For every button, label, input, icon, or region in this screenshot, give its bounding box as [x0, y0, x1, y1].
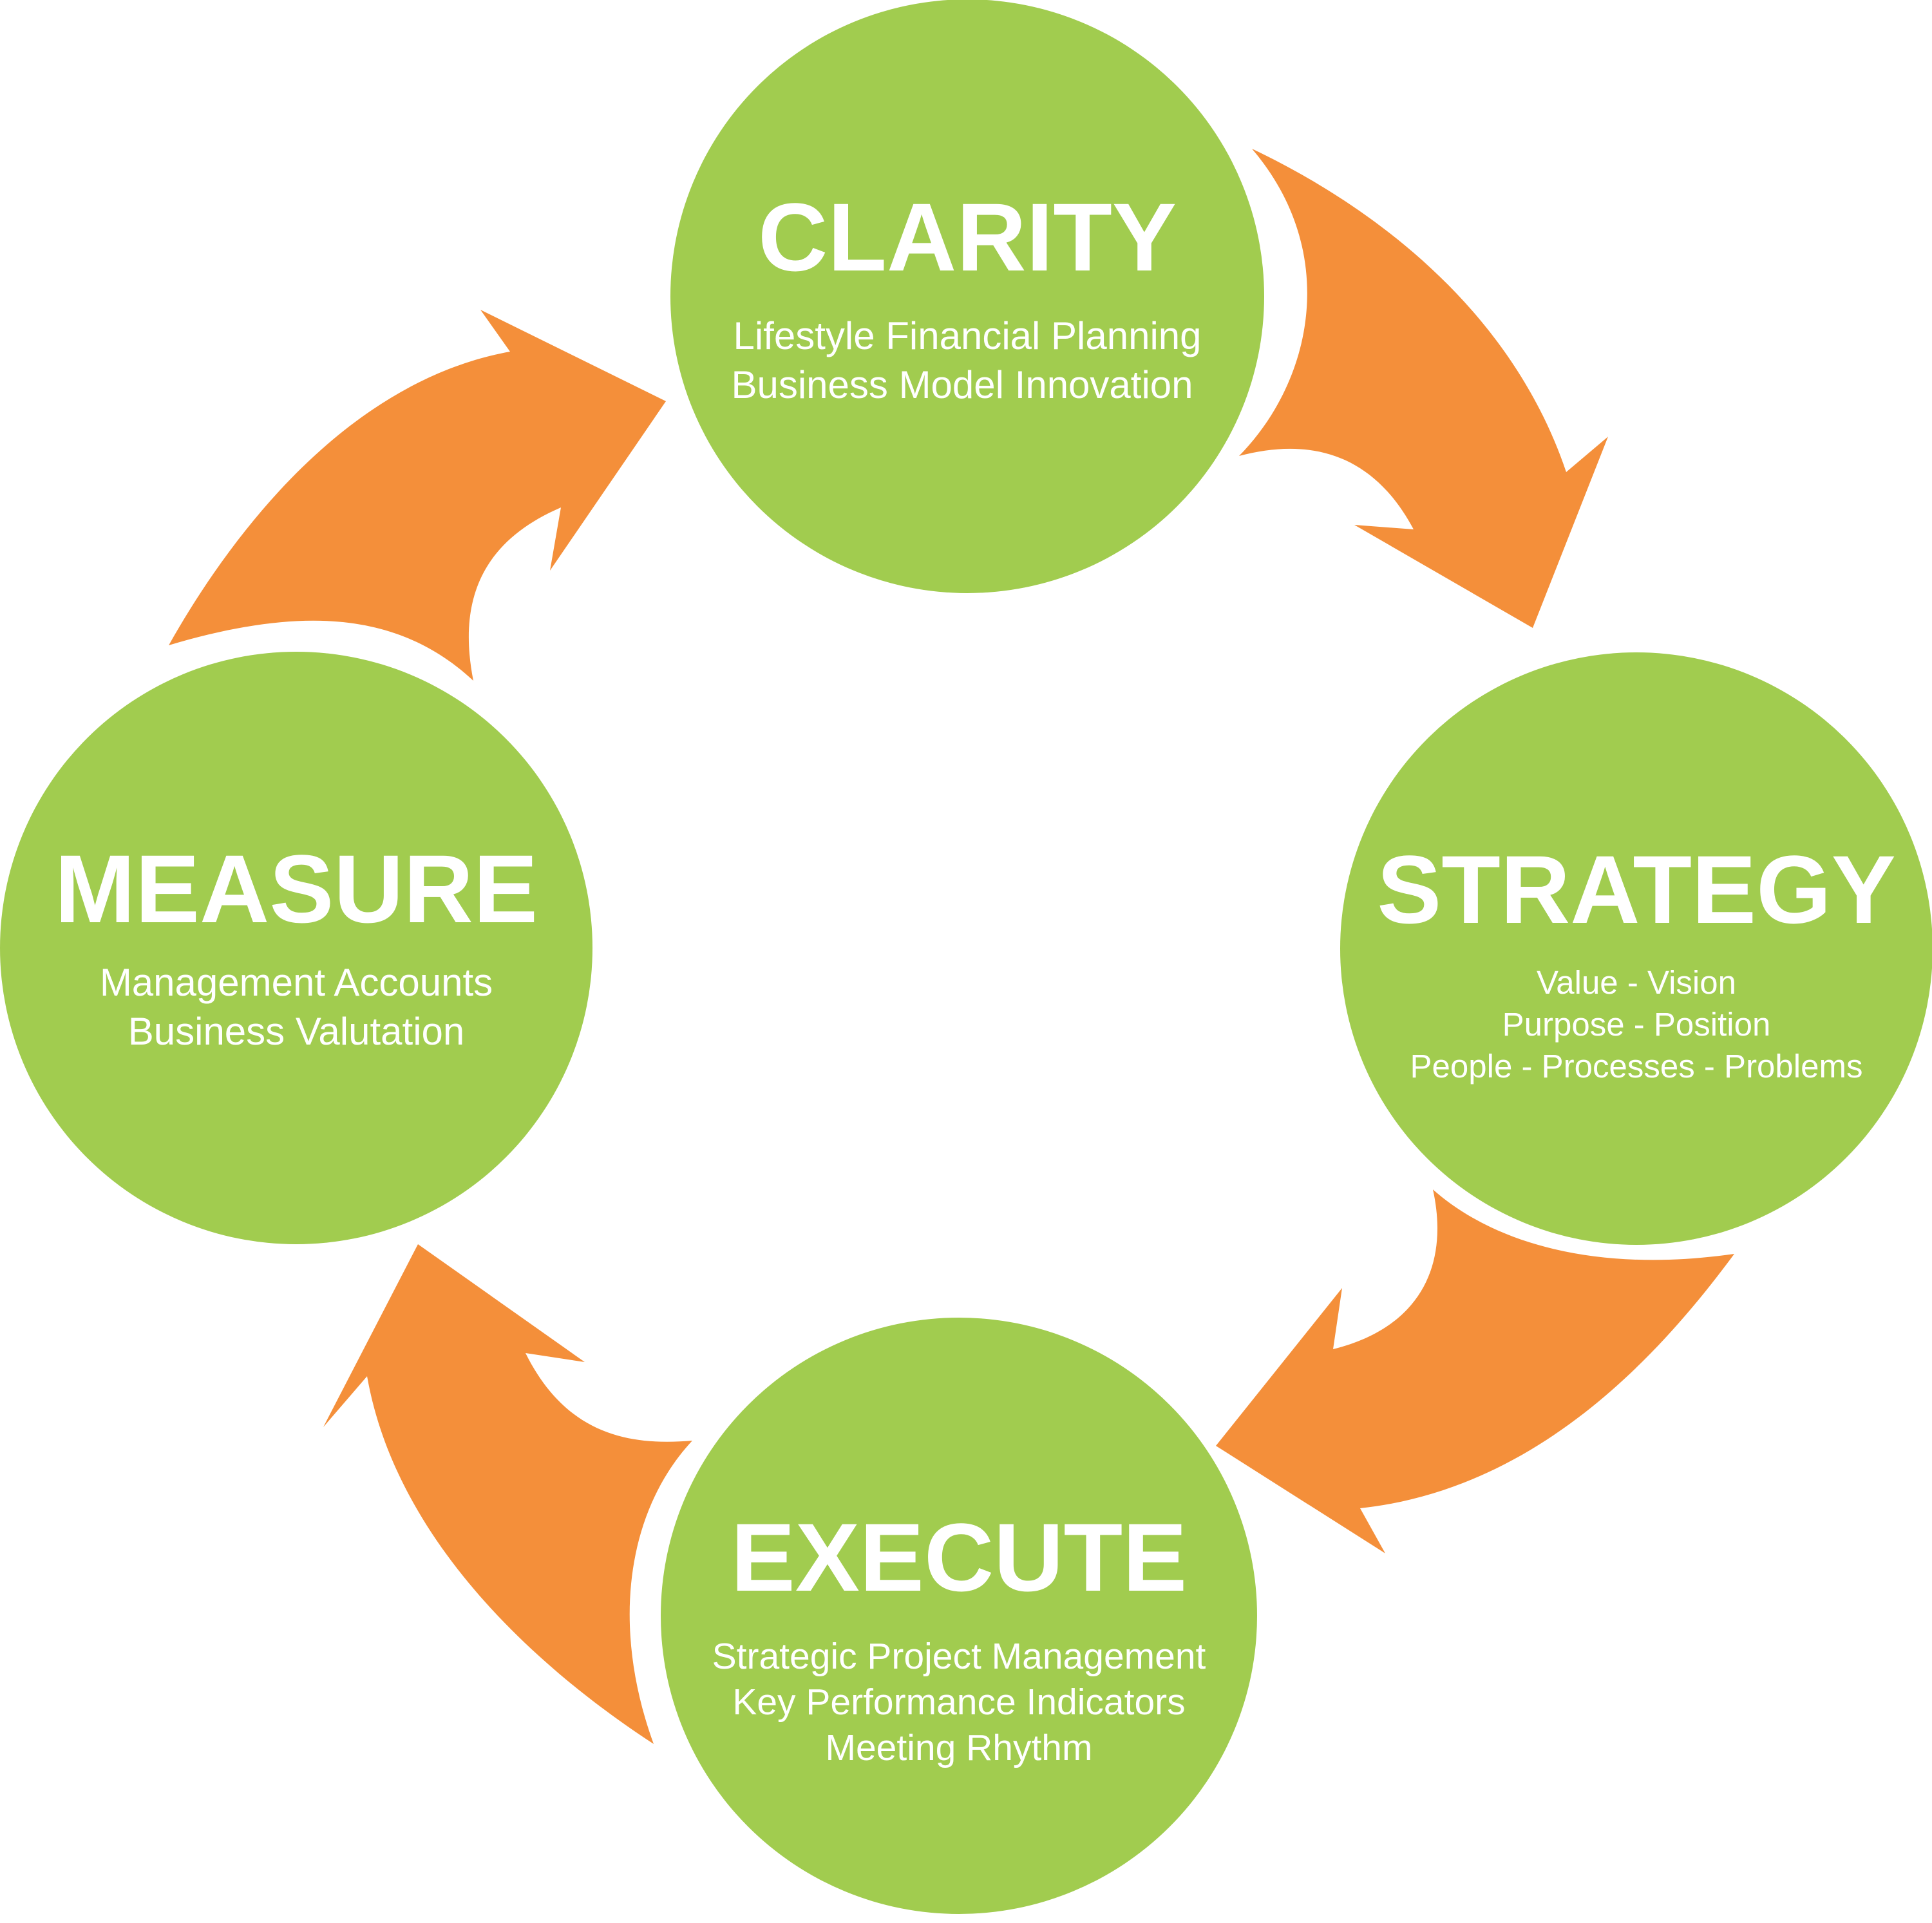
measure-line-1: Management Accounts: [100, 961, 493, 1004]
strategy-title: STRATEGY: [1377, 835, 1896, 943]
node-execute: EXECUTE Strategic Project Management Key…: [661, 1318, 1257, 1914]
clarity-circle: [670, 0, 1264, 593]
node-measure: MEASURE Management Accounts Business Val…: [0, 652, 592, 1244]
arrow-measure-to-clarity: [169, 310, 666, 681]
clarity-line-2: Business Model Innovation: [731, 363, 1193, 406]
execute-line-3: Meeting Rhythm: [825, 1727, 1092, 1768]
arrow-execute-to-measure: [323, 1244, 692, 1744]
clarity-title: CLARITY: [758, 183, 1177, 291]
node-strategy: STRATEGY Value - Vision Purpose - Positi…: [1340, 652, 1932, 1245]
arrow-clarity-to-strategy: [1239, 149, 1608, 628]
arrow-strategy-to-execute: [1216, 1189, 1734, 1553]
strategy-circle: [1340, 652, 1932, 1245]
measure-circle: [0, 652, 592, 1244]
clarity-line-1: Lifestyle Financial Planning: [733, 314, 1201, 357]
execute-line-2: Key Performance Indicators: [732, 1681, 1185, 1723]
strategy-line-1: Value - Vision: [1537, 964, 1736, 1001]
measure-line-2: Business Valutation: [128, 1010, 465, 1053]
execute-line-1: Strategic Project Management: [712, 1636, 1206, 1677]
strategy-line-3: People - Processes - Problems: [1410, 1048, 1863, 1085]
node-clarity: CLARITY Lifestyle Financial Planning Bus…: [670, 0, 1264, 593]
execute-title: EXECUTE: [731, 1503, 1187, 1611]
measure-title: MEASURE: [55, 835, 538, 943]
strategy-line-2: Purpose - Position: [1502, 1006, 1771, 1043]
execute-circle: [661, 1318, 1257, 1914]
